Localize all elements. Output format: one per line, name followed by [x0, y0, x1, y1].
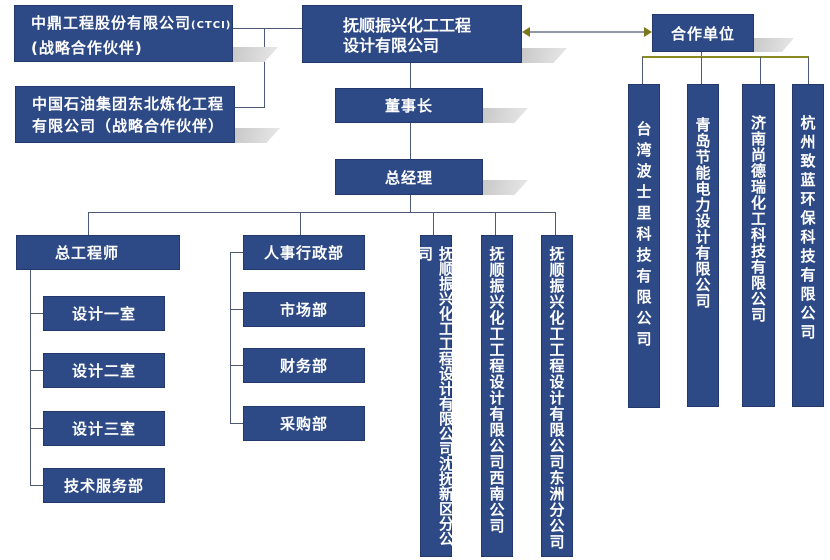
marketing-dept: 市场部 [243, 292, 365, 327]
partner-cnpc: 中国石油集团东北炼化工程 有限公司（战略合作伙伴） [15, 86, 235, 143]
gm-box: 总经理 [335, 159, 483, 195]
tech-service-dept: 技术服务部 [43, 468, 165, 503]
main-company-line2: 设计有限公司 [343, 36, 440, 55]
design-office-2: 设计二室 [43, 353, 165, 388]
purchasing-dept: 采购部 [243, 406, 365, 441]
chief-engineer-box: 总工程师 [16, 235, 180, 270]
partner-note: 有限公司（战略合作伙伴） [32, 117, 225, 135]
branch-name: 抚顺振兴化工工程设计有限公司沈抚新区分公司 [416, 246, 455, 546]
coop-unit-hangzhou: 杭州致蓝环保科技有限公司 [792, 84, 824, 407]
coop-unit-name: 台湾波士里科技有限公司 [634, 121, 653, 352]
design-office-3: 设计三室 [43, 411, 165, 446]
coop-unit-name: 青岛节能电力设计有限公司 [693, 117, 712, 309]
finance-dept: 财务部 [243, 348, 365, 383]
coop-unit-name: 济南尚德瑞化工科技有限公司 [749, 115, 767, 323]
coop-unit-qingdao: 青岛节能电力设计有限公司 [687, 84, 719, 407]
branch-southwest: 抚顺振兴化工工程设计有限公司西南公司 [481, 235, 513, 557]
partner-abbr: (CTCI) [191, 20, 232, 31]
partner-ctci: 中鼎工程股份有限公司(CTCI) (战略合作伙伴) [14, 5, 233, 62]
hr-admin-dept: 人事行政部 [243, 235, 365, 270]
main-company-line1: 抚顺振兴化工工程 [343, 16, 472, 35]
main-company: 抚顺振兴化工工程 设计有限公司 [302, 5, 522, 63]
coop-unit-jinan: 济南尚德瑞化工科技有限公司 [742, 84, 775, 407]
branch-dongzhou: 抚顺振兴化工工程设计有限公司东洲分公司 [541, 235, 573, 557]
partner-name: 中鼎工程股份有限公司 [31, 14, 192, 32]
partner-note: (战略合作伙伴) [31, 39, 143, 57]
cooperation-box: 合作单位 [652, 14, 754, 52]
branch-name: 抚顺振兴化工工程设计有限公司西南公司 [487, 246, 506, 534]
partner-name: 中国石油集团东北炼化工程 [32, 95, 225, 113]
design-office-1: 设计一室 [43, 296, 165, 331]
branch-shenfu: 抚顺振兴化工工程设计有限公司沈抚新区分公司 [416, 235, 455, 557]
coop-unit-taiwan: 台湾波士里科技有限公司 [628, 84, 660, 408]
bidirectional-arrow-icon [522, 27, 652, 37]
branch-name: 抚顺振兴化工工程设计有限公司东洲分公司 [547, 246, 566, 550]
coop-unit-name: 杭州致蓝环保科技有限公司 [798, 115, 817, 343]
chairman-box: 董事长 [335, 88, 483, 123]
